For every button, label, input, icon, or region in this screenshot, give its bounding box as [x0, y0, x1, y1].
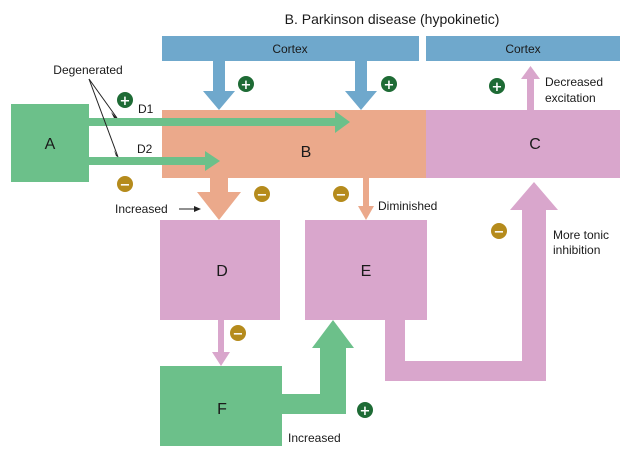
increased-pointer-head [194, 206, 201, 212]
d2-label: D2 [137, 142, 153, 156]
svg-text:+: + [492, 80, 503, 95]
b-to-e-arrow [358, 178, 374, 220]
d-to-f-arrow [212, 320, 230, 366]
decreased-excitation-label-2: excitation [545, 91, 596, 105]
decreased-excitation-label-1: Decreased [545, 75, 603, 89]
svg-text:+: + [241, 78, 252, 93]
cortex-to-b-arrow-right [345, 61, 377, 110]
minus-icon: − [117, 176, 133, 193]
d1-arrow [89, 111, 350, 133]
b-to-d-arrow [197, 178, 241, 220]
degenerated-pointer-d1 [88, 78, 118, 119]
svg-text:−: − [494, 225, 505, 240]
box-a-label: A [45, 136, 56, 153]
e-to-c-arrow [385, 182, 558, 381]
svg-text:−: − [233, 327, 244, 342]
c-to-cortex-arrow [521, 66, 540, 110]
svg-text:+: + [384, 78, 395, 93]
box-a [11, 104, 89, 182]
minus-icon: − [333, 186, 349, 203]
minus-icon: − [491, 223, 507, 240]
pointer-head-d1 [111, 112, 117, 118]
plus-icon: + [357, 402, 373, 419]
box-d [160, 220, 280, 320]
box-c-label: C [529, 136, 541, 153]
diagram-title: B. Parkinson disease (hypokinetic) [285, 11, 500, 27]
increased-bottom-label: Increased [288, 431, 341, 445]
cortex-right-label: Cortex [505, 42, 540, 56]
svg-text:+: + [360, 404, 371, 419]
more-tonic-label-1: More tonic [553, 228, 609, 242]
cortex-left-label: Cortex [272, 42, 307, 56]
minus-icon: − [230, 325, 246, 342]
plus-icon: + [238, 76, 254, 93]
degenerated-pointer-d2 [88, 78, 119, 158]
box-e-label: E [361, 263, 372, 280]
box-c [426, 110, 620, 178]
plus-icon: + [381, 76, 397, 93]
more-tonic-label-2: inhibition [553, 243, 600, 257]
cortex-bar-left [162, 36, 419, 61]
box-b-label: B [301, 144, 312, 161]
plus-icon: + [489, 78, 505, 95]
box-f [160, 366, 282, 446]
plus-icon: + [117, 92, 133, 109]
increased-left-label: Increased [115, 202, 168, 216]
box-e [305, 220, 427, 320]
svg-text:+: + [120, 94, 131, 109]
cortex-to-b-arrow-left [203, 61, 235, 110]
diminished-label: Diminished [378, 199, 437, 213]
svg-text:−: − [257, 188, 268, 203]
box-f-label: F [217, 401, 227, 418]
box-d-label: D [216, 263, 228, 280]
svg-text:−: − [336, 188, 347, 203]
f-to-e-arrow [282, 320, 354, 414]
degenerated-label: Degenerated [53, 63, 122, 77]
cortex-bar-right [426, 36, 620, 61]
pointer-head-d2 [114, 150, 118, 157]
svg-text:−: − [120, 178, 131, 193]
d1-label: D1 [138, 102, 154, 116]
minus-icon: − [254, 186, 270, 203]
d2-arrow [89, 151, 220, 171]
